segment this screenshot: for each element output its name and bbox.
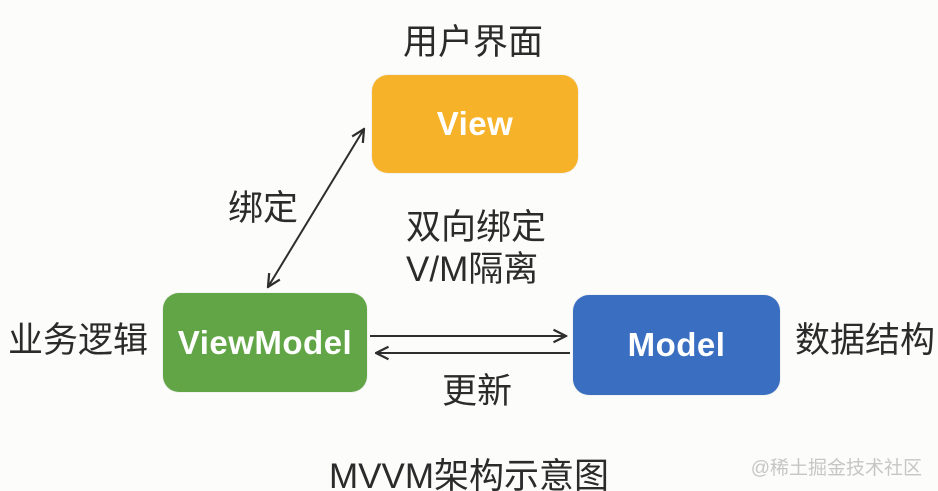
node-viewmodel-label: ViewModel — [177, 323, 353, 361]
node-model-label: Model — [627, 326, 726, 363]
update-edge-label: 更新 — [442, 372, 513, 411]
node-view-label: View — [436, 105, 514, 142]
caption-user-interface: 用户界面 — [403, 23, 544, 62]
watermark: @稀土掘金技术社区 — [750, 458, 922, 479]
two-way-binding-note-line1: 双向绑定 — [406, 208, 547, 247]
caption-data-structure: 数据结构 — [795, 321, 936, 360]
diagram-title: MVVM架构示意图 — [328, 457, 609, 491]
node-view: View — [372, 75, 578, 173]
caption-business-logic: 业务逻辑 — [8, 321, 149, 360]
node-model: Model — [573, 295, 780, 395]
node-viewmodel: ViewModel — [163, 293, 367, 392]
two-way-binding-note: 双向绑定 V/M隔离 — [406, 207, 546, 291]
two-way-binding-note-line2: V/M隔离 — [406, 250, 539, 289]
binding-edge-label: 绑定 — [228, 189, 299, 228]
